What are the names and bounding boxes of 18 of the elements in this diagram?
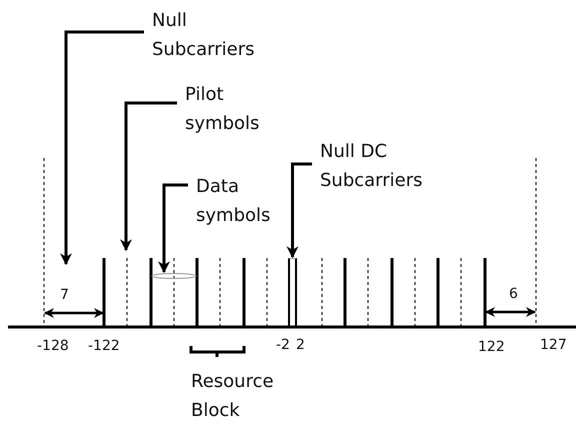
callout-text: Pilot symbols: [185, 83, 260, 136]
leader-line: [158, 184, 188, 274]
callout-text: Data symbols: [196, 175, 272, 228]
subcarrier-line-pair: [288, 258, 297, 327]
callout-text: Null DC Subcarriers: [320, 140, 424, 193]
bracket-label: Resource Block: [191, 370, 275, 421]
axis-tick-label: -128: [37, 338, 69, 354]
leader-line: [120, 102, 177, 252]
callout-text: Null Subcarriers: [152, 9, 256, 62]
axis-tick-label: -2: [276, 337, 290, 353]
axis-tick-label: -122: [88, 338, 120, 354]
dimension-label: 6: [509, 286, 518, 302]
leader-line: [60, 30, 144, 266]
axis-tick-label: 122: [478, 339, 505, 355]
axis-tick-label: 127: [540, 337, 567, 353]
leader-line: [286, 162, 312, 258]
axis-tick-label: 2: [296, 337, 305, 353]
dimension-label: 7: [60, 287, 69, 303]
